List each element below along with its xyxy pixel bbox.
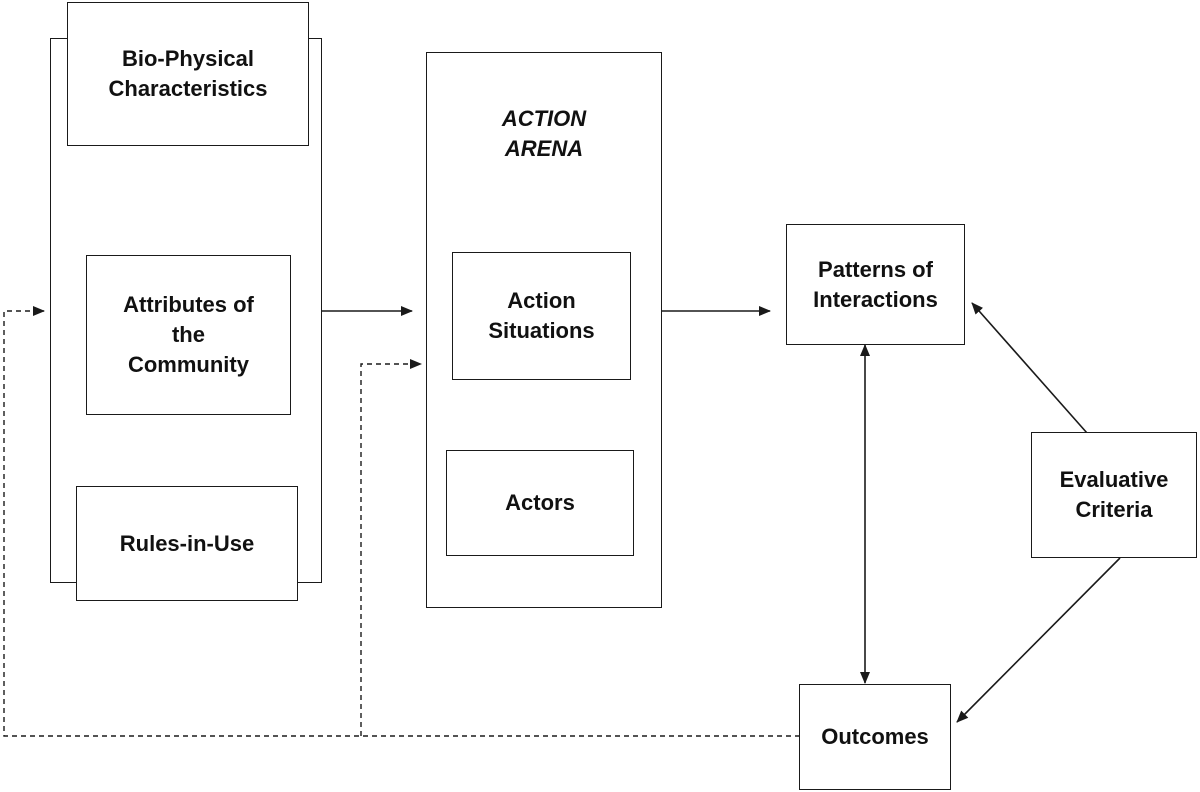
outcomes-box: Outcomes <box>799 684 951 790</box>
arrow-evaluative-to-patterns <box>971 302 1088 434</box>
outcomes-label: Outcomes <box>821 724 929 749</box>
community-attributes-box: Attributes of the Community <box>86 255 291 415</box>
community-attributes-label: Attributes of the Community <box>123 292 254 377</box>
feedback-outcomes-to-arena <box>360 359 422 736</box>
action-arena-title: ACTION ARENA <box>501 106 587 161</box>
biophysical-characteristics-label: Bio-Physical Characteristics <box>108 46 268 101</box>
evaluative-criteria-box: Evaluative Criteria <box>1031 432 1197 558</box>
feedback-outcomes-to-context <box>3 306 800 737</box>
biophysical-characteristics-box: Bio-Physical Characteristics <box>67 2 309 146</box>
action-situations-label: Action Situations <box>488 288 595 343</box>
evaluative-criteria-label: Evaluative Criteria <box>1059 467 1169 522</box>
action-situations-box: Action Situations <box>452 252 631 380</box>
actors-box: Actors <box>446 450 634 556</box>
patterns-of-interactions-label: Patterns of Interactions <box>813 256 938 312</box>
arrow-evaluative-to-outcomes <box>956 557 1121 723</box>
rules-in-use-box: Rules-in-Use <box>76 486 298 601</box>
patterns-of-interactions-box: Patterns of Interactions <box>786 224 965 345</box>
action-arena-frame <box>426 52 662 608</box>
rules-in-use-label: Rules-in-Use <box>119 530 255 556</box>
actors-label: Actors <box>505 490 575 515</box>
